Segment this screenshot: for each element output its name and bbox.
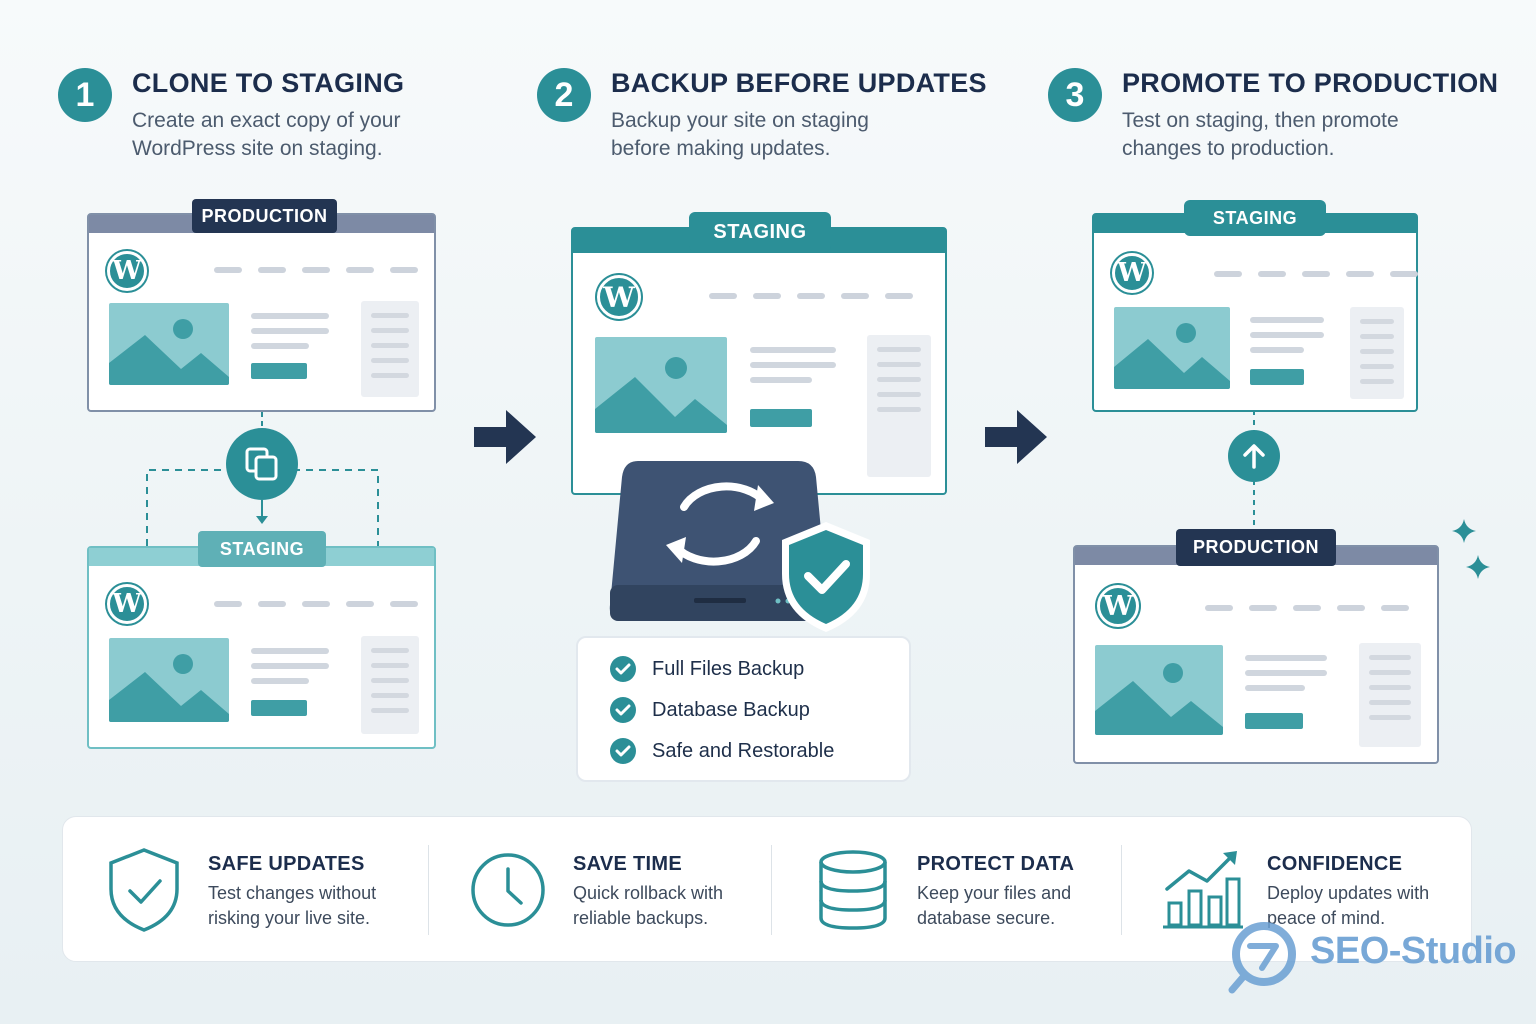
staging-site-window: W (87, 546, 436, 749)
benefit-title: SAFE UPDATES (208, 853, 365, 875)
sidebar-placeholder (361, 301, 419, 397)
step-title: BACKUP BEFORE UPDATES (611, 68, 987, 98)
image-placeholder-icon (1114, 307, 1230, 389)
sidebar-placeholder (361, 636, 419, 734)
arrow-right-icon (985, 410, 1047, 464)
nav-placeholder (214, 601, 418, 607)
step-description-line2: changes to production. (1122, 137, 1335, 160)
production-site-window: W (87, 213, 436, 412)
step-description-line1: Test on staging, then promote (1122, 109, 1399, 132)
image-placeholder-icon (109, 638, 229, 722)
benefit-title: CONFIDENCE (1267, 853, 1403, 875)
clone-connector (146, 412, 379, 546)
benefit-description-line1: Test changes without (208, 883, 377, 903)
checkmark-icon (610, 656, 636, 682)
clock-icon (471, 853, 545, 927)
sidebar-placeholder (1359, 643, 1421, 747)
staging-tag: STAGING (1184, 200, 1326, 236)
text-placeholder (1245, 655, 1327, 700)
growth-chart-icon (1163, 851, 1243, 929)
staging-tag: STAGING (198, 531, 326, 567)
benefit-description-line2: peace of mind. (1267, 908, 1386, 928)
database-icon (819, 850, 887, 930)
benefit-description-line2: risking your live site. (208, 908, 371, 928)
button-placeholder (750, 409, 812, 427)
nav-placeholder (709, 293, 913, 299)
shield-check-icon (782, 522, 870, 632)
arrow-right-icon (474, 410, 536, 464)
benefit-title: PROTECT DATA (917, 853, 1075, 875)
step-description-line1: Backup your site on staging (611, 109, 869, 132)
step-number-badge: 1 (58, 68, 112, 122)
benefit-title: SAVE TIME (573, 853, 683, 875)
sparkle-icon (1452, 519, 1490, 579)
button-placeholder (1245, 713, 1303, 729)
wordpress-logo-icon: W (597, 275, 641, 319)
text-placeholder (251, 648, 329, 693)
checklist-label: Full Files Backup (652, 657, 805, 680)
step-description-line2: WordPress site on staging. (132, 137, 383, 160)
sidebar-placeholder (867, 335, 931, 477)
wordpress-logo-icon: W (107, 251, 147, 291)
step-description-line1: Create an exact copy of your (132, 109, 401, 132)
wordpress-logo-icon: W (107, 584, 147, 624)
seo-studio-logo-icon (1228, 922, 1296, 994)
staging-tag: STAGING (689, 212, 831, 252)
checkmark-icon (610, 738, 636, 764)
text-placeholder (1250, 317, 1324, 362)
checklist-item: Safe and Restorable (610, 738, 834, 764)
step-description-line2: before making updates. (611, 137, 831, 160)
arrow-up-icon (1228, 430, 1280, 482)
benefit-description-line1: Deploy updates with (1267, 883, 1430, 903)
image-placeholder-icon (595, 337, 727, 433)
button-placeholder (251, 700, 307, 716)
benefit-description-line2: reliable backups. (573, 908, 709, 928)
production-site-window: W (1073, 545, 1439, 764)
checklist-label: Safe and Restorable (652, 739, 835, 762)
text-placeholder (251, 313, 329, 358)
nav-placeholder (1205, 605, 1409, 611)
divider (1121, 845, 1122, 935)
benefit-description-line2: database secure. (917, 908, 1056, 928)
checkmark-icon (610, 697, 636, 723)
checklist-label: Database Backup (652, 698, 810, 721)
sidebar-placeholder (1350, 307, 1404, 399)
production-tag: PRODUCTION (1176, 529, 1336, 566)
benefit-description-line1: Keep your files and (917, 883, 1072, 903)
step-number-badge: 2 (537, 68, 591, 122)
staging-site-window: W (1092, 213, 1418, 412)
wordpress-logo-icon: W (1097, 585, 1139, 627)
image-placeholder-icon (109, 303, 229, 385)
copy-icon (226, 428, 298, 500)
shield-check-icon (109, 848, 179, 932)
backup-drive-icon (609, 461, 829, 621)
seo-studio-watermark: SEO-Studio (1310, 930, 1517, 972)
production-tag: PRODUCTION (192, 199, 337, 233)
button-placeholder (251, 363, 307, 379)
checklist-item: Full Files Backup (610, 656, 804, 682)
nav-placeholder (214, 267, 418, 273)
benefit-description-line1: Quick rollback with (573, 883, 724, 903)
step-title: CLONE TO STAGING (132, 68, 405, 98)
checklist-item: Database Backup (610, 697, 810, 723)
button-placeholder (1250, 369, 1304, 385)
nav-placeholder (1214, 271, 1418, 277)
text-placeholder (750, 347, 836, 392)
wordpress-logo-icon: W (1112, 253, 1152, 293)
divider (771, 845, 772, 935)
image-placeholder-icon (1095, 645, 1223, 735)
step-title: PROMOTE TO PRODUCTION (1122, 68, 1499, 98)
backup-checklist: Full Files Backup Database Backup Safe a… (576, 636, 911, 782)
step-number-badge: 3 (1048, 68, 1102, 122)
divider (428, 845, 429, 935)
